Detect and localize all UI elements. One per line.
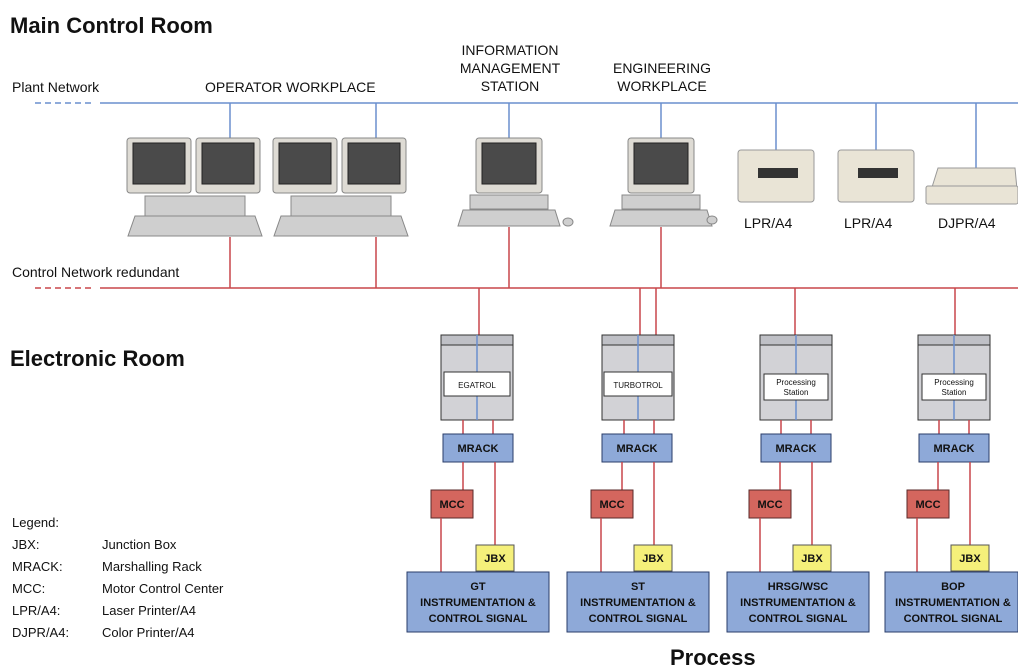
mcc-label: MCC: [757, 499, 782, 511]
mcc-box: [590, 489, 634, 519]
operator-workstation-1: [126, 137, 263, 237]
printer-icon-1: [737, 149, 815, 203]
instrumentation-box: [566, 571, 710, 633]
control-network-line: [35, 227, 1018, 289]
legend-abbr: JBX:: [12, 537, 39, 552]
cabinet-label-box: [921, 373, 987, 401]
jbx-label: JBX: [801, 553, 823, 565]
mcc-box: [430, 489, 474, 519]
instr-label-3: CONTROL SIGNAL: [904, 613, 1003, 625]
jbx-label: JBX: [484, 553, 506, 565]
eng-workplace-label-2: WORKPLACE: [617, 78, 706, 94]
electronic-room-title: Electronic Room: [10, 346, 185, 371]
mrack-label: MRACK: [934, 443, 975, 455]
instr-label-3: CONTROL SIGNAL: [749, 613, 848, 625]
main-control-room-title: Main Control Room: [10, 13, 213, 38]
instr-label-2: INSTRUMENTATION &: [420, 597, 536, 609]
cabinet-label: EGATROL: [458, 381, 496, 390]
legend: Legend: JBX: Junction Box MRACK: Marshal…: [12, 515, 224, 640]
printer-icon-3: [925, 167, 1018, 205]
column-gt: EGATROL MRACK MCC JBX GT INSTRUMENTATION…: [406, 288, 550, 633]
instr-label-1: GT: [470, 581, 486, 593]
mrack-label: MRACK: [617, 443, 658, 455]
legend-abbr: DJPR/A4:: [12, 625, 69, 640]
jbx-box: [475, 544, 515, 572]
mrack-label: MRACK: [458, 443, 499, 455]
cabinet-label-box: [443, 371, 511, 397]
instrumentation-box: [726, 571, 870, 633]
mcc-label: MCC: [915, 499, 940, 511]
printer-label-1: LPR/A4: [744, 215, 792, 231]
mrack-box: [918, 433, 990, 463]
cabinet-label-box: [603, 371, 673, 397]
column-st: TURBOTROL MRACK MCC JBX ST INSTRUMENTATI…: [566, 288, 710, 633]
operator-workplace-label: OPERATOR WORKPLACE: [205, 79, 376, 95]
legend-abbr: MRACK:: [12, 559, 63, 574]
cabinet-label: TURBOTROL: [613, 381, 663, 390]
info-mgmt-label-3: STATION: [481, 78, 540, 94]
jbx-label: JBX: [642, 553, 664, 565]
mcc-box: [906, 489, 950, 519]
cabinet-label-1: Processing: [934, 378, 974, 387]
instr-label-3: CONTROL SIGNAL: [589, 613, 688, 625]
control-network-label: Control Network redundant: [12, 264, 179, 280]
column-bop: Processing Station MRACK MCC JBX BOP INS…: [884, 288, 1018, 633]
cabinet-label-box: [763, 373, 829, 401]
instr-label-3: CONTROL SIGNAL: [429, 613, 528, 625]
operator-workstation-2: [272, 137, 409, 237]
instr-label-2: INSTRUMENTATION &: [895, 597, 1011, 609]
instr-label-2: INSTRUMENTATION &: [740, 597, 856, 609]
instr-label-1: HRSG/WSC: [768, 581, 829, 593]
legend-desc: Color Printer/A4: [102, 625, 194, 640]
legend-desc: Junction Box: [102, 537, 177, 552]
printer-label-2: LPR/A4: [844, 215, 892, 231]
eng-workstation: [609, 137, 718, 227]
cabinet-label-2: Station: [942, 388, 967, 397]
mcc-box: [748, 489, 792, 519]
printer-label-3: DJPR/A4: [938, 215, 996, 231]
plant-network-line: [35, 102, 1018, 168]
instrumentation-box: [406, 571, 550, 633]
info-mgmt-workstation: [457, 137, 574, 227]
legend-desc: Motor Control Center: [102, 581, 224, 596]
cabinet-label-2: Station: [784, 388, 809, 397]
instr-label-1: BOP: [941, 581, 965, 593]
column-hrsg: Processing Station MRACK MCC JBX HRSG/WS…: [726, 288, 870, 633]
legend-abbr: MCC:: [12, 581, 45, 596]
plant-network-label: Plant Network: [12, 79, 100, 95]
cabinet-label-1: Processing: [776, 378, 816, 387]
legend-abbr: LPR/A4:: [12, 603, 60, 618]
eng-workplace-label-1: ENGINEERING: [613, 60, 711, 76]
mrack-box: [442, 433, 514, 463]
process-title: Process: [670, 645, 756, 669]
mrack-box: [601, 433, 673, 463]
info-mgmt-label-2: MANAGEMENT: [460, 60, 561, 76]
jbx-box: [633, 544, 673, 572]
printer-icon-2: [837, 149, 915, 203]
legend-desc: Marshalling Rack: [102, 559, 202, 574]
jbx-label: JBX: [959, 553, 981, 565]
mcc-label: MCC: [599, 499, 624, 511]
instrumentation-box: [884, 571, 1018, 633]
info-mgmt-label-1: INFORMATION: [462, 42, 559, 58]
jbx-box: [950, 544, 990, 572]
instr-label-2: INSTRUMENTATION &: [580, 597, 696, 609]
mcc-label: MCC: [439, 499, 464, 511]
mrack-label: MRACK: [776, 443, 817, 455]
instr-label-1: ST: [631, 581, 645, 593]
jbx-box: [792, 544, 832, 572]
mrack-box: [760, 433, 832, 463]
legend-title: Legend:: [12, 515, 59, 530]
legend-desc: Laser Printer/A4: [102, 603, 196, 618]
